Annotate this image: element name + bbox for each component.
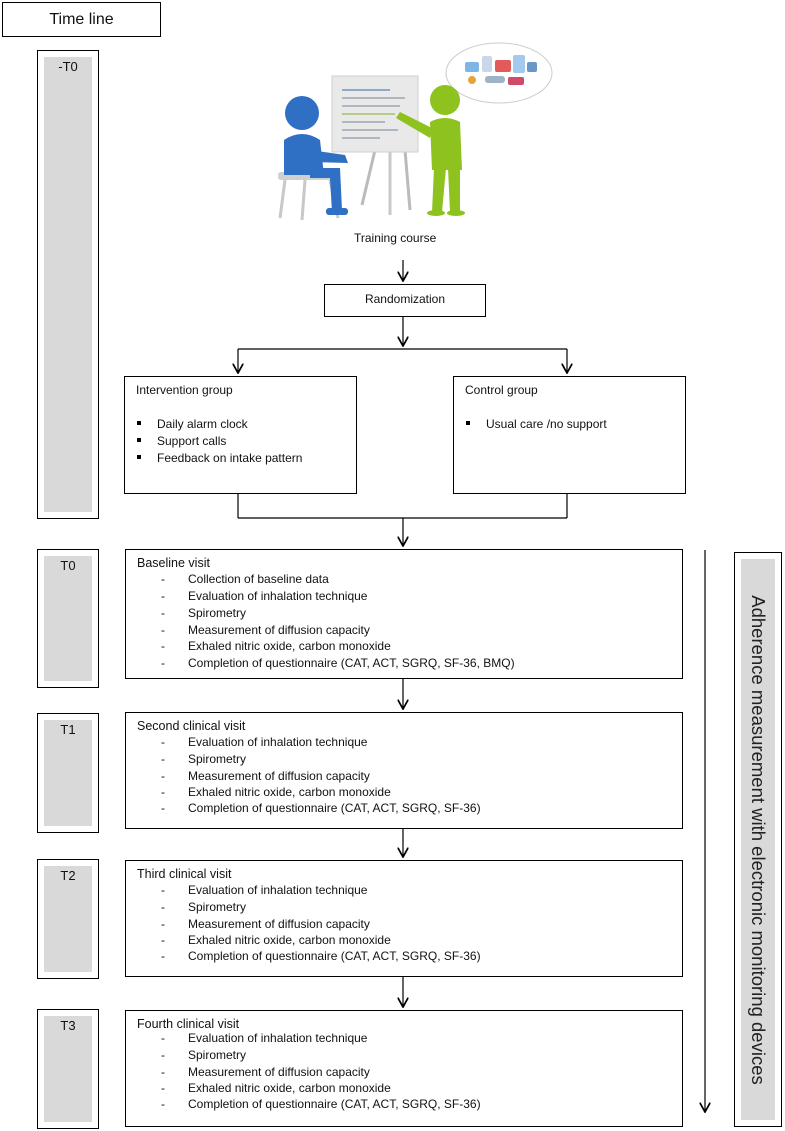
phase-cell-t3: T3 bbox=[37, 1009, 99, 1129]
phase-fill bbox=[44, 866, 92, 972]
bullet-icon bbox=[137, 454, 141, 459]
timeline-header: Time line bbox=[2, 2, 161, 37]
visit-title: Third clinical visit bbox=[137, 867, 232, 881]
adherence-fill bbox=[741, 559, 775, 1120]
visit-item: -Spirometry bbox=[161, 1048, 247, 1062]
phase-label: T0 bbox=[60, 558, 76, 573]
intervention-item: Daily alarm clock bbox=[137, 417, 248, 431]
training-caption: Training course bbox=[354, 231, 437, 245]
bullet-icon bbox=[137, 420, 141, 425]
phase-fill bbox=[44, 556, 92, 681]
phase-cell-t1: T1 bbox=[37, 713, 99, 833]
medication-icons bbox=[465, 55, 537, 85]
visit-item: -Completion of questionnaire (CAT, ACT, … bbox=[161, 656, 515, 670]
control-group-title: Control group bbox=[465, 383, 538, 397]
visit-item: -Spirometry bbox=[161, 900, 247, 914]
phase-cell-t2: T2 bbox=[37, 859, 99, 979]
seated-person-figure bbox=[278, 96, 348, 221]
speech-bubble bbox=[445, 42, 553, 104]
visit-item: -Exhaled nitric oxide, carbon monoxide bbox=[161, 639, 391, 653]
phase-fill bbox=[44, 57, 92, 512]
visit-title: Fourth clinical visit bbox=[137, 1017, 240, 1031]
visit-title: Baseline visit bbox=[137, 556, 210, 570]
phase-cell-pre-t0: -T0 bbox=[37, 50, 99, 519]
presenter-figure bbox=[396, 85, 465, 216]
visit-item: -Completion of questionnaire (CAT, ACT, … bbox=[161, 949, 481, 963]
phase-fill bbox=[44, 720, 92, 826]
visit-item: -Completion of questionnaire (CAT, ACT, … bbox=[161, 1097, 481, 1111]
visit-box-third: Third clinical visit -Evaluation of inha… bbox=[125, 860, 683, 977]
visit-title: Second clinical visit bbox=[137, 719, 246, 733]
phase-label: T1 bbox=[60, 722, 76, 737]
phase-label: -T0 bbox=[58, 59, 78, 74]
visit-box-second: Second clinical visit -Evaluation of inh… bbox=[125, 712, 683, 829]
training-illustration bbox=[278, 42, 553, 221]
visit-box-fourth: Fourth clinical visit -Evaluation of inh… bbox=[125, 1010, 683, 1127]
phase-cell-t0: T0 bbox=[37, 549, 99, 688]
phase-fill bbox=[44, 1016, 92, 1122]
adherence-panel: Adherence measurement with electronic mo… bbox=[734, 552, 782, 1127]
control-item: Usual care /no support bbox=[466, 417, 607, 431]
visit-item: -Measurement of diffusion capacity bbox=[161, 1065, 370, 1079]
phase-label: T2 bbox=[60, 868, 76, 883]
visit-item: -Spirometry bbox=[161, 752, 247, 766]
visit-item: -Evaluation of inhalation technique bbox=[161, 1031, 368, 1045]
phase-label: T3 bbox=[60, 1018, 76, 1033]
visit-item: -Exhaled nitric oxide, carbon monoxide bbox=[161, 1081, 391, 1095]
visit-item: -Evaluation of inhalation technique bbox=[161, 589, 368, 603]
intervention-item: Support calls bbox=[137, 434, 226, 448]
bullet-icon bbox=[466, 420, 470, 425]
visit-item: -Evaluation of inhalation technique bbox=[161, 735, 368, 749]
control-group-box: Control group Usual care /no support bbox=[453, 376, 686, 494]
randomization-box: Randomization bbox=[324, 284, 486, 317]
intervention-item: Feedback on intake pattern bbox=[137, 451, 302, 465]
visit-item: -Measurement of diffusion capacity bbox=[161, 623, 370, 637]
visit-item: -Measurement of diffusion capacity bbox=[161, 769, 370, 783]
visit-item: -Exhaled nitric oxide, carbon monoxide bbox=[161, 785, 391, 799]
visit-item: -Completion of questionnaire (CAT, ACT, … bbox=[161, 801, 481, 815]
visit-item: -Collection of baseline data bbox=[161, 572, 329, 586]
visit-item: -Spirometry bbox=[161, 606, 247, 620]
intervention-group-box: Intervention group Daily alarm clock Sup… bbox=[124, 376, 357, 494]
visit-item: -Evaluation of inhalation technique bbox=[161, 883, 368, 897]
visit-item: -Measurement of diffusion capacity bbox=[161, 917, 370, 931]
randomization-label: Randomization bbox=[364, 291, 446, 306]
visit-box-baseline: Baseline visit -Collection of baseline d… bbox=[125, 549, 683, 679]
intervention-group-title: Intervention group bbox=[136, 383, 233, 397]
visit-item: -Exhaled nitric oxide, carbon monoxide bbox=[161, 933, 391, 947]
bullet-icon bbox=[137, 437, 141, 442]
